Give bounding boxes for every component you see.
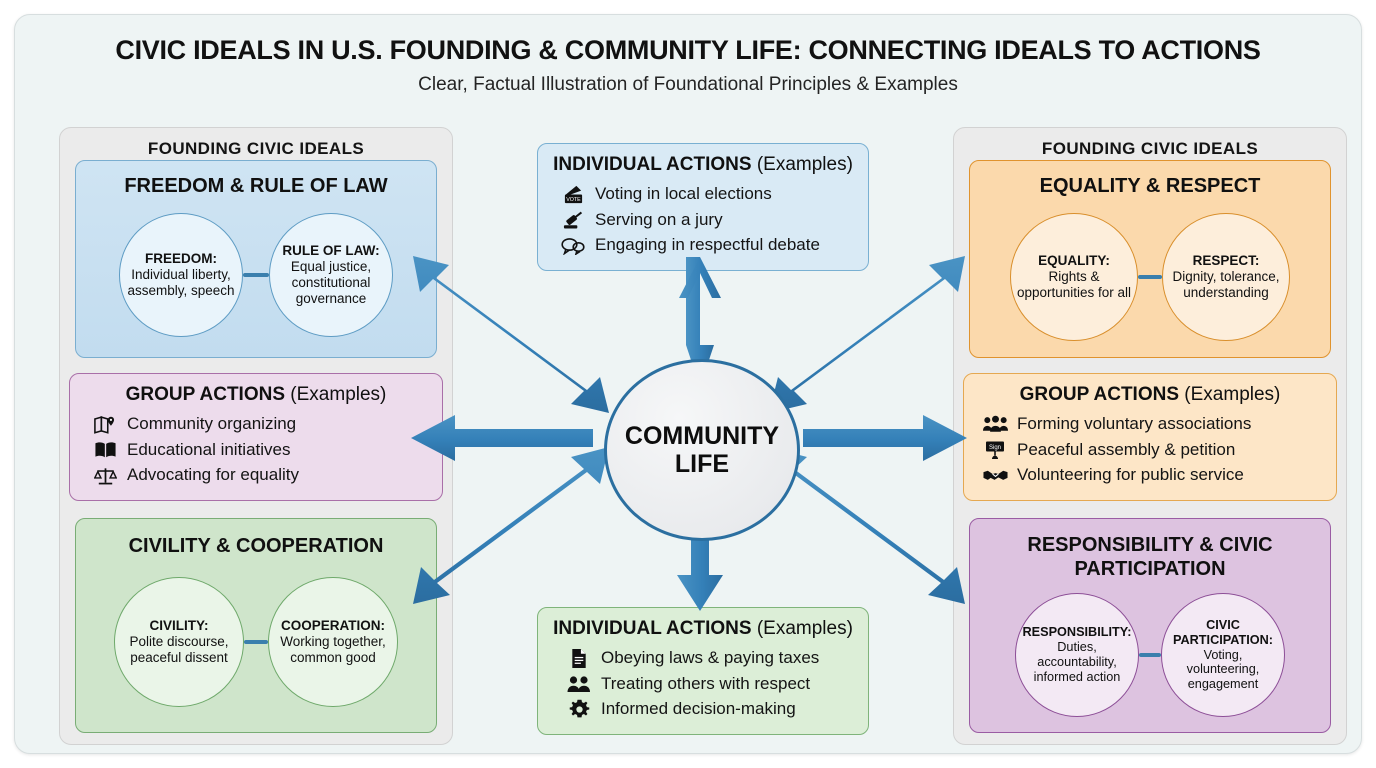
header: CIVIC IDEALS IN U.S. FOUNDING & COMMUNIT… bbox=[15, 35, 1361, 96]
left-column-heading: FOUNDING CIVIC IDEALS bbox=[147, 139, 365, 158]
arrow-hub-to-group-right bbox=[803, 415, 967, 461]
list-item-label: Voting in local elections bbox=[595, 184, 772, 203]
circle-freedom: FREEDOM: Individual liberty, assembly, s… bbox=[119, 213, 243, 337]
circle-rule-of-law: RULE OF LAW: Equal justice, constitution… bbox=[269, 213, 393, 337]
page-subtitle: Clear, Factual Illustration of Foundatio… bbox=[418, 74, 958, 95]
svg-text:VOTE: VOTE bbox=[566, 197, 581, 203]
card-title-group-actions-left: GROUP ACTIONS (Examples) bbox=[125, 384, 387, 405]
list-item-label: Peaceful assembly & petition bbox=[1017, 439, 1236, 459]
protest-sign-icon: Sign bbox=[980, 439, 1010, 461]
circle-responsibility: RESPONSIBILITY: Duties, accountability, … bbox=[1015, 593, 1139, 717]
list-item[interactable]: Forming voluntary associations bbox=[980, 412, 1336, 437]
circle-civility-label: CIVILITY: bbox=[149, 618, 209, 634]
list-item[interactable]: Sign Peaceful assembly & petition bbox=[980, 438, 1336, 463]
hub-line-1: COMMUNITY bbox=[624, 422, 780, 450]
card-title-civility: CIVILITY & COOPERATION bbox=[128, 535, 384, 557]
connector-line-civility bbox=[244, 640, 268, 644]
circle-freedom-text: Individual liberty, assembly, speech bbox=[127, 267, 235, 298]
card-group-actions-right[interactable]: GROUP ACTIONS (Examples) Forming volunta… bbox=[963, 373, 1337, 501]
card-freedom-rule-of-law[interactable]: FREEDOM & RULE OF LAW FREEDOM: Individua… bbox=[75, 160, 437, 358]
circle-equality: EQUALITY: Rights & opportunities for all bbox=[1010, 213, 1138, 341]
arrow-hub-to-equality bbox=[769, 256, 965, 413]
list-item[interactable]: Volunteering for public service bbox=[980, 463, 1336, 488]
circle-responsibility-text: Duties, accountability, informed action bbox=[1033, 640, 1121, 684]
card-individual-actions-bottom[interactable]: INDIVIDUAL ACTIONS (Examples) Obeying bbox=[537, 607, 869, 735]
list-item-label: Engaging in respectful debate bbox=[595, 235, 820, 255]
list-item-label: Volunteering for public service bbox=[1017, 465, 1244, 485]
gear-icon bbox=[564, 699, 594, 721]
circle-civility: CIVILITY: Polite discourse, peaceful dis… bbox=[114, 577, 244, 707]
circle-civic-participation-text: Voting, volunteering, engagement bbox=[1186, 647, 1260, 692]
card-group-actions-left[interactable]: GROUP ACTIONS (Examples) Community organ… bbox=[69, 373, 443, 501]
list-item[interactable]: Community organizing bbox=[90, 412, 442, 437]
list-item-label: Serving on a jury bbox=[595, 209, 723, 229]
community-life-hub[interactable]: COMMUNITY LIFE bbox=[604, 359, 800, 541]
scales-icon bbox=[90, 465, 120, 487]
list-item[interactable]: Educational initiatives bbox=[90, 438, 442, 463]
list-item[interactable]: Advocating for equality bbox=[90, 463, 442, 488]
connector-line-freedom bbox=[243, 273, 269, 277]
circle-cooperation-label: COOPERATION: bbox=[281, 618, 385, 634]
gavel-icon bbox=[558, 209, 588, 231]
page-title: CIVIC IDEALS IN U.S. FOUNDING & COMMUNIT… bbox=[115, 35, 1261, 65]
list-item-label: Treating others with respect bbox=[601, 673, 811, 693]
connector-line-responsibility bbox=[1139, 653, 1161, 657]
circle-respect: RESPECT: Dignity, tolerance, understandi… bbox=[1162, 213, 1290, 341]
open-book-icon bbox=[90, 439, 120, 461]
card-civility-cooperation[interactable]: CIVILITY & COOPERATION CIVILITY: Polite … bbox=[75, 518, 437, 733]
list-item-label: Advocating for equality bbox=[127, 465, 299, 485]
card-equality-respect[interactable]: EQUALITY & RESPECT EQUALITY: Rights & op… bbox=[969, 160, 1331, 358]
circle-civility-text: Polite discourse, peaceful dissent bbox=[129, 634, 229, 665]
card-title-freedom: FREEDOM & RULE OF LAW bbox=[124, 175, 388, 197]
circle-responsibility-label: RESPONSIBILITY: bbox=[1022, 625, 1132, 640]
card-individual-actions-top[interactable]: INDIVIDUAL ACTIONS (Examples) VOTE Votin… bbox=[537, 143, 869, 271]
circle-equality-text: Rights & opportunities for all bbox=[1016, 269, 1132, 300]
list-item[interactable]: Engaging in respectful debate bbox=[558, 233, 868, 258]
circle-rule-of-law-text: Equal justice, constitutional governance bbox=[290, 259, 372, 306]
card-title-individual-top: INDIVIDUAL ACTIONS (Examples) bbox=[553, 154, 853, 175]
document-icon bbox=[564, 647, 594, 669]
people-group-icon bbox=[980, 413, 1010, 435]
list-item[interactable]: Serving on a jury bbox=[558, 208, 868, 233]
list-item[interactable]: Obeying laws & paying taxes bbox=[564, 646, 868, 671]
list-item-label: Obeying laws & paying taxes bbox=[601, 648, 820, 667]
circle-civic-participation: CIVIC PARTICIPATION: Voting, volunteerin… bbox=[1161, 593, 1285, 717]
diagram-frame: CIVIC IDEALS IN U.S. FOUNDING & COMMUNIT… bbox=[14, 14, 1362, 754]
hub-line-2: LIFE bbox=[674, 450, 730, 478]
list-item-label: Forming voluntary associations bbox=[1017, 414, 1252, 433]
circle-cooperation: COOPERATION: Working together, common go… bbox=[268, 577, 398, 707]
card-title-group-actions-right: GROUP ACTIONS (Examples) bbox=[1019, 384, 1281, 405]
list-item[interactable]: VOTE Voting in local elections bbox=[558, 182, 868, 207]
speech-bubbles-icon bbox=[558, 235, 588, 257]
circle-freedom-label: FREEDOM: bbox=[145, 251, 217, 267]
list-item[interactable]: Treating others with respect bbox=[564, 672, 868, 697]
list-item-label: Informed decision-making bbox=[601, 699, 796, 719]
connector-line-equality bbox=[1138, 275, 1162, 279]
card-responsibility-civic-participation[interactable]: RESPONSIBILITY & CIVIC PARTICIPATION RES… bbox=[969, 518, 1331, 733]
card-title-equality: EQUALITY & RESPECT bbox=[1039, 175, 1261, 197]
circle-respect-text: Dignity, tolerance, understanding bbox=[1172, 269, 1280, 300]
card-title-individual-bottom: INDIVIDUAL ACTIONS (Examples) bbox=[553, 618, 853, 639]
circle-respect-label: RESPECT: bbox=[1192, 253, 1260, 269]
circle-civic-participation-label: CIVIC PARTICIPATION: bbox=[1172, 617, 1274, 647]
circle-cooperation-text: Working together, common good bbox=[280, 634, 386, 665]
list-item-label: Community organizing bbox=[127, 414, 297, 433]
list-item-label: Educational initiatives bbox=[127, 439, 291, 459]
circle-rule-of-law-label: RULE OF LAW: bbox=[282, 243, 380, 259]
list-item[interactable]: Informed decision-making bbox=[564, 697, 868, 722]
svg-text:Sign: Sign bbox=[989, 445, 1001, 451]
ballot-box-icon: VOTE bbox=[558, 183, 588, 205]
card-title-responsibility: RESPONSIBILITY & CIVIC PARTICIPATION bbox=[1027, 534, 1273, 580]
arrow-hub-to-responsibility bbox=[769, 447, 965, 604]
two-people-icon bbox=[564, 673, 594, 695]
right-column-heading: FOUNDING CIVIC IDEALS bbox=[1041, 139, 1259, 158]
circle-equality-label: EQUALITY: bbox=[1038, 253, 1110, 269]
map-pin-icon bbox=[90, 413, 120, 435]
handshake-icon bbox=[980, 465, 1010, 487]
